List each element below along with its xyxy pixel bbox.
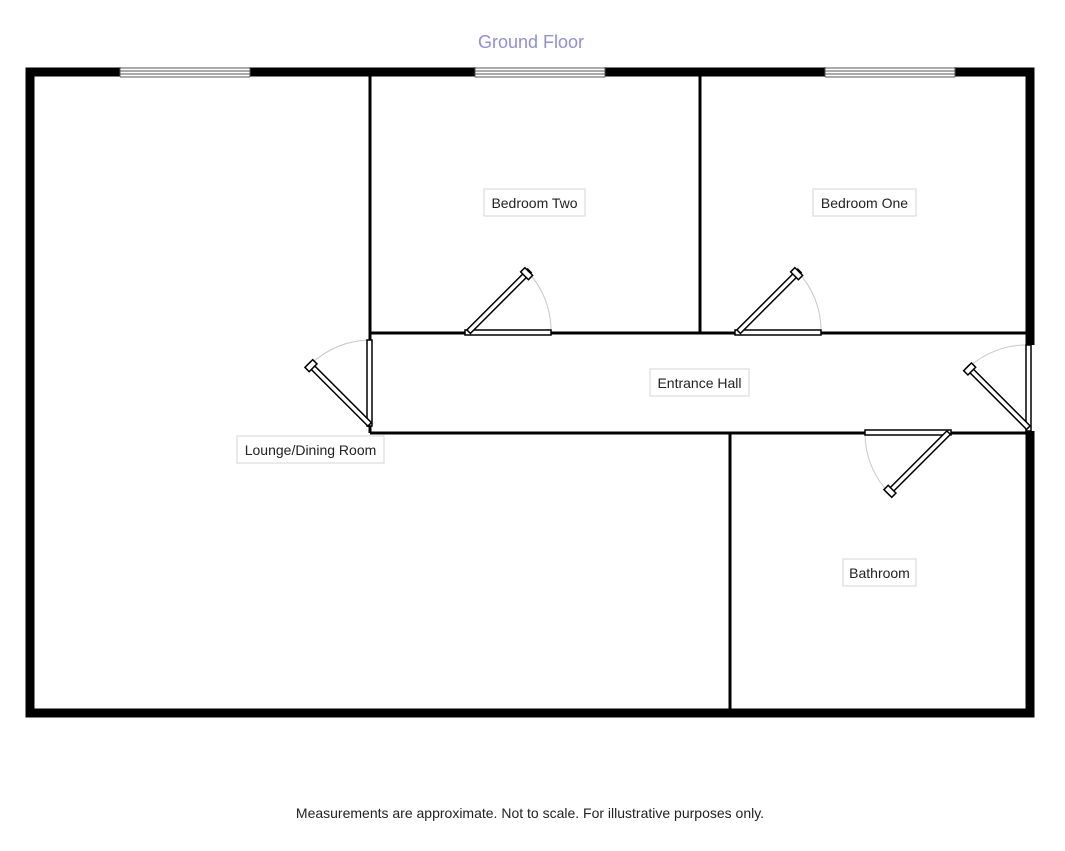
bedroom-one-label: Bedroom One (821, 195, 908, 211)
door-lounge (303, 339, 374, 428)
door-bedroom-two (464, 266, 552, 336)
floor-title: Ground Floor (478, 32, 584, 52)
label-bedroom-two: Bedroom Two (483, 188, 586, 217)
door-entrance (962, 344, 1035, 432)
bathroom-label: Bathroom (849, 565, 910, 581)
window-lounge (119, 67, 251, 78)
label-bathroom: Bathroom (842, 558, 917, 587)
label-entrance-hall: Entrance Hall (649, 368, 750, 397)
disclaimer: Measurements are approximate. Not to sca… (296, 805, 764, 821)
window-bedroom-two (474, 67, 606, 78)
window-bedroom-one (824, 67, 956, 78)
label-bedroom-one: Bedroom One (812, 188, 917, 217)
entrance-hall-label: Entrance Hall (657, 375, 741, 391)
door-bathroom (864, 429, 952, 499)
bedroom-two-label: Bedroom Two (491, 195, 577, 211)
lounge-dining-label: Lounge/Dining Room (245, 442, 377, 458)
outer-wall (25, 67, 1035, 718)
label-lounge-dining: Lounge/Dining Room (236, 435, 385, 464)
door-bedroom-one (734, 266, 822, 336)
